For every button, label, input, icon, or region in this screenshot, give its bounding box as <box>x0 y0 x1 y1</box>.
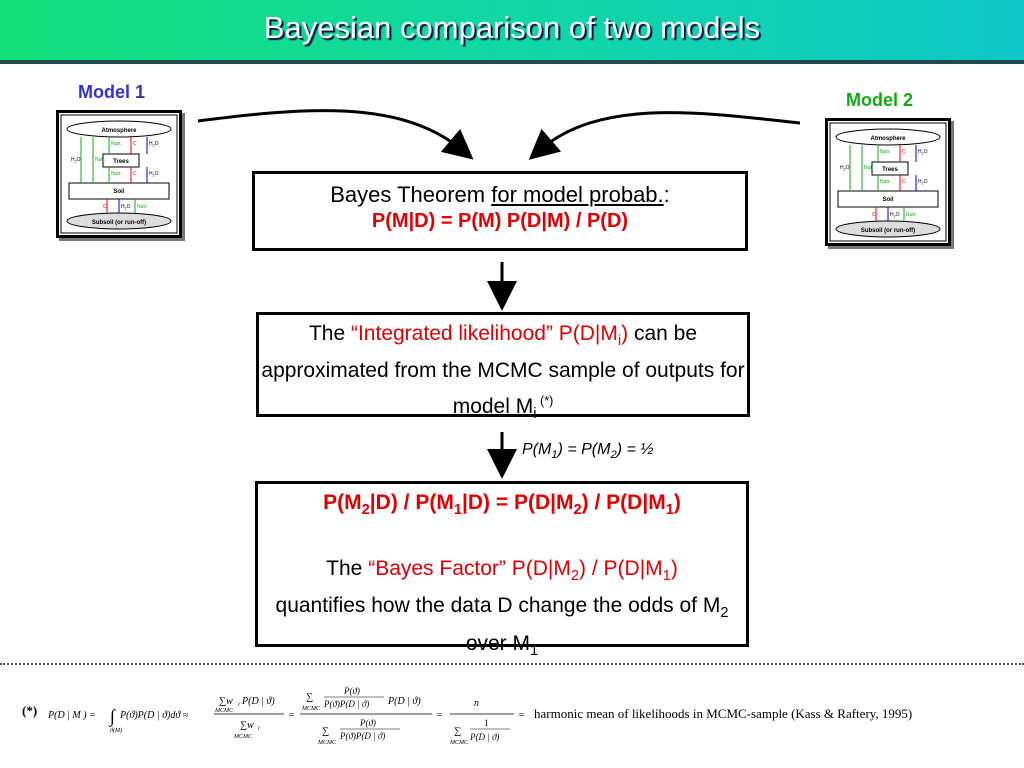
posterior-ratio: P(M2|D) / P(M1|D) = P(D|M2) / P(D|M1) <box>323 491 681 519</box>
h2o-label: H2O <box>890 212 900 219</box>
dotted-divider <box>0 663 1024 665</box>
svg-text:P(ϑ): P(ϑ) <box>359 718 376 728</box>
svg-text:MCMC: MCMC <box>233 734 253 740</box>
svg-text:P(D | ϑ): P(D | ϑ) <box>469 732 499 742</box>
c-label: C <box>133 141 137 147</box>
nutr-label: Nutr. <box>137 204 148 210</box>
atmosphere-label: Atmosphere <box>101 128 137 134</box>
title-underline <box>0 60 1024 64</box>
c-label: C <box>902 179 906 185</box>
svg-text:∑: ∑ <box>306 692 313 703</box>
slide-title: Bayesian comparison of two models <box>263 10 761 45</box>
nutr-label: Nutr. <box>864 165 875 171</box>
nutr-label: Nutr. <box>880 179 891 185</box>
trees-node <box>102 153 140 168</box>
soil-label: Soil <box>882 197 893 203</box>
h2o-label: H2O <box>918 149 928 156</box>
model-1-label: Model 1 <box>78 82 146 102</box>
subsoil-label: Subsoil (or run-off) <box>861 228 915 234</box>
svg-text:MCMC: MCMC <box>301 706 321 712</box>
model-2-label: Model 2 <box>846 90 914 110</box>
svg-text:∑: ∑ <box>454 726 461 737</box>
atmosphere-node <box>835 128 941 146</box>
subsoil-label: Subsoil (or run-off) <box>92 220 146 226</box>
svg-text:P(D | M ) =: P(D | M ) = <box>47 710 96 721</box>
c-label: C <box>103 204 107 210</box>
nutr-label: Nutr. <box>111 171 122 177</box>
nutr-label: Nutr. <box>111 141 122 147</box>
svg-text:ϑ(M): ϑ(M) <box>110 727 122 734</box>
svg-text:i: i <box>238 702 240 708</box>
trees-label: Trees <box>882 167 898 173</box>
svg-text:=: = <box>436 710 443 721</box>
prior-equal-note: P(M1) = P(M2) = ½ <box>522 441 654 462</box>
svg-text:MCMC: MCMC <box>214 708 234 714</box>
atmosphere-node <box>66 120 172 138</box>
h2o-label: H2O <box>71 157 81 164</box>
bayes-theorem-box: Bayes Theorem for model probab.: P(M|D) … <box>252 171 748 251</box>
svg-text:P(D | ϑ): P(D | ϑ) <box>387 696 421 707</box>
model-1-diagram: Atmosphere Trees Soil Subsoil (or run-of… <box>56 110 182 238</box>
title-bar <box>0 0 1024 60</box>
bayes-factor-explanation: quantifies how the data D change the odd… <box>275 594 729 659</box>
h2o-label: H2O <box>918 179 928 186</box>
svg-text:i: i <box>258 726 260 732</box>
c-label: C <box>133 171 137 177</box>
svg-text:∑w: ∑w <box>240 720 254 731</box>
svg-text:MCMC: MCMC <box>317 740 337 746</box>
nutr-label: Nutr. <box>906 212 917 218</box>
bayes-factor-box: P(M2|D) / P(M1|D) = P(D|M2) / P(D|M1) Th… <box>255 481 749 659</box>
trees-node <box>871 161 909 176</box>
bayes-theorem-heading: Bayes Theorem for model probab.: <box>330 182 670 207</box>
c-label: C <box>872 212 876 218</box>
h2o-label: H2O <box>840 165 850 172</box>
h2o-label: H2O <box>121 204 131 211</box>
svg-text:=: = <box>288 710 295 721</box>
svg-text:∫: ∫ <box>109 706 116 727</box>
svg-text:P(D | ϑ): P(D | ϑ) <box>241 696 275 707</box>
curved-arrow-right <box>528 111 801 160</box>
svg-text:=: = <box>518 710 525 721</box>
curved-arrow-left <box>197 109 474 160</box>
svg-text:∑w: ∑w <box>219 696 233 707</box>
h2o-label: H2O <box>149 141 159 148</box>
svg-text:P(ϑ): P(ϑ) <box>343 686 360 696</box>
svg-text:P(ϑ)P(D | ϑ)dϑ ≈: P(ϑ)P(D | ϑ)dϑ ≈ <box>119 710 189 721</box>
harmonic-mean-formula: P(D | M ) = ∫ P(ϑ)P(D | ϑ)dϑ ≈ ϑ(M) ∑w i… <box>47 686 525 746</box>
svg-text:P(ϑ)P(D | ϑ): P(ϑ)P(D | ϑ) <box>339 731 385 741</box>
footnote-marker: (*) <box>22 703 38 718</box>
bayes-factor-text: The “Bayes Factor” P(D|M2) / P(D|M1) <box>326 557 678 585</box>
model-2-diagram: Atmosphere Trees Soil Subsoil (or run-of… <box>825 118 951 246</box>
nutr-label: Nutr. <box>880 149 891 155</box>
svg-text:∑: ∑ <box>322 726 329 737</box>
svg-text:n: n <box>474 698 479 709</box>
harmonic-mean-note: harmonic mean of likelihoods in MCMC-sam… <box>534 706 913 721</box>
soil-label: Soil <box>113 189 124 195</box>
c-label: C <box>902 149 906 155</box>
svg-text:P(ϑ)P(D | ϑ): P(ϑ)P(D | ϑ) <box>323 699 369 709</box>
nutr-label: Nutr. <box>95 157 106 163</box>
h2o-label: H2O <box>149 171 159 178</box>
atmosphere-label: Atmosphere <box>870 136 906 142</box>
svg-text:MCMC: MCMC <box>449 740 469 746</box>
integrated-likelihood-box: The “Integrated likelihood” P(D|Mi) can … <box>256 312 750 422</box>
bayes-formula: P(M|D) = P(M) P(D|M) / P(D) <box>371 210 629 232</box>
svg-text:1: 1 <box>484 718 489 728</box>
trees-label: Trees <box>113 159 129 165</box>
